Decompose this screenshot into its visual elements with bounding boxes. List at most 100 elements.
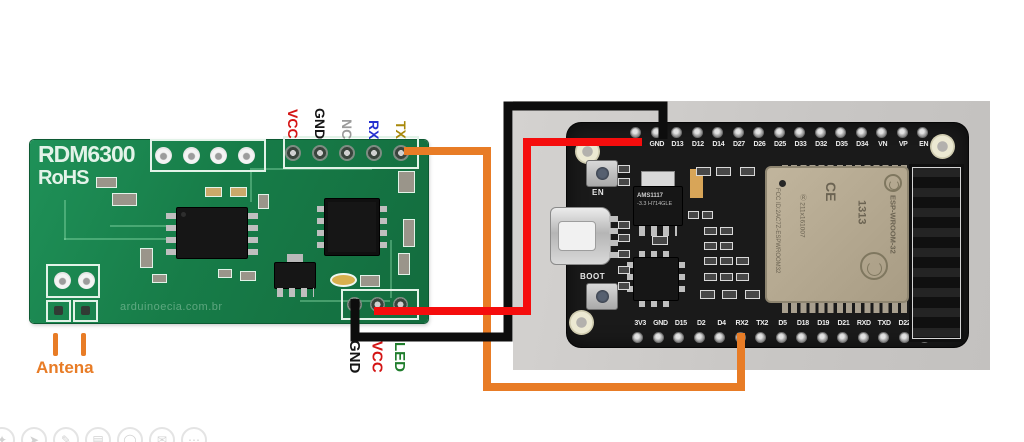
smd-component [720, 227, 733, 235]
pin-hole [794, 127, 805, 138]
smd-component [618, 221, 630, 229]
pin-hole [712, 127, 723, 138]
esp-top-pin-holes [630, 127, 928, 138]
regulator-text: -3.3 H714GLE [637, 201, 673, 207]
chip-legs [317, 206, 325, 248]
pin-hole [857, 332, 869, 343]
pin-label: D13 [671, 141, 684, 148]
pcb-trace [64, 238, 254, 240]
espressif-logo-icon [860, 252, 888, 280]
antenna-header-outline [46, 264, 100, 298]
module-dot [779, 180, 786, 187]
smd-component [112, 193, 137, 206]
smd-component [230, 187, 247, 197]
antenna-pad-outline [73, 300, 98, 322]
pin-hole [652, 332, 664, 343]
mounting-hole [930, 134, 955, 159]
smd-component [140, 248, 153, 268]
wire-red-vcc-to-vin [374, 138, 642, 315]
solder-pin [339, 145, 355, 161]
pin-hole [816, 332, 828, 343]
solder-pin [366, 145, 382, 161]
pin-hole [876, 127, 887, 138]
pin-hole [775, 332, 787, 343]
pin-label: VN [878, 141, 888, 148]
pin-label: VCC [285, 109, 301, 139]
en-button [586, 160, 618, 187]
pin-label: D21 [837, 320, 850, 327]
fcc-id-text: FCC ID:2AC7Z-ESPWROOM32 [774, 188, 780, 274]
pin1-dot [181, 212, 186, 217]
pin-label: D34 [856, 141, 869, 148]
pin-hole [814, 127, 826, 138]
smd-component [618, 234, 630, 242]
module-model-text: ESP-WROOM-32 [888, 195, 898, 254]
watermark-text: arduinoecia.com.br [120, 301, 223, 313]
pin-label: VCC [368, 341, 386, 373]
usb-contacts [609, 216, 618, 258]
pin-hole [917, 127, 928, 138]
pin-label: D14 [712, 141, 725, 148]
smd-component [716, 167, 731, 176]
pcb-trace [252, 168, 372, 170]
smd-component [618, 165, 630, 173]
pin-label: VP [898, 141, 908, 148]
smd-component [704, 242, 717, 250]
pin-label: GND [653, 320, 668, 327]
pin-label: D33 [794, 141, 807, 148]
smd-component [618, 250, 630, 258]
pin-label: RXD [856, 320, 871, 327]
pin-hole [673, 332, 684, 343]
pin-label: RX [366, 119, 382, 139]
led-component [330, 273, 357, 287]
antenna-label: Antena [36, 358, 94, 377]
pin-hole [753, 127, 764, 138]
pin-hole [632, 332, 643, 343]
led-header-outline [341, 289, 419, 320]
regulator-chip [633, 186, 683, 226]
smd-component [152, 274, 167, 283]
smd-component [258, 194, 269, 209]
capacitor [690, 169, 703, 198]
solder-pin [285, 145, 301, 161]
sot223-chip [274, 262, 316, 289]
smd-component [403, 219, 415, 247]
wire-orange-tx-to-rx2 [404, 147, 745, 391]
forward-icon: ➤ [21, 427, 47, 442]
usb-uart-chip [633, 257, 679, 301]
pin-hole [773, 127, 785, 138]
pin-label: 3V3 [634, 320, 646, 327]
chip-legs [639, 226, 677, 236]
smd-component [722, 290, 737, 299]
smd-component [736, 273, 749, 281]
antenna-hole [54, 272, 71, 289]
pin-label: D4 [717, 320, 726, 327]
pcb-trace [110, 225, 170, 227]
chip-legs [379, 206, 387, 248]
print-icon: ▤ [85, 427, 111, 442]
smd-component [205, 187, 222, 197]
soic8-chip [176, 207, 248, 259]
pin-hole [693, 332, 705, 343]
smd-component [360, 275, 380, 287]
pin-label: GND [346, 340, 363, 374]
antenna-tick [81, 333, 86, 356]
edit-icon: ✎ [53, 427, 79, 442]
qfp-mcu-chip [324, 198, 380, 256]
pin-hole [671, 127, 682, 138]
smd-component [240, 271, 256, 281]
smd-component [745, 290, 760, 299]
antenna-tick [53, 333, 58, 356]
serial-header-pins [285, 145, 409, 161]
antenna-pattern [912, 167, 961, 339]
antenna-holes [54, 272, 95, 289]
mail-icon: ✉ [149, 427, 175, 442]
antenna-pad [81, 306, 90, 315]
pin-hole [732, 127, 744, 138]
chip-legs [639, 301, 673, 307]
pin-label: D18 [796, 320, 809, 327]
